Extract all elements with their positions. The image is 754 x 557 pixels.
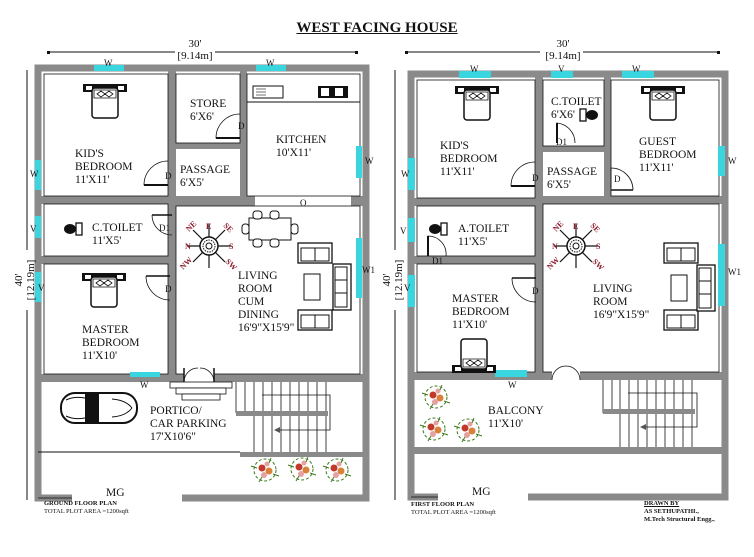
ff-ventilator-marker: V — [400, 226, 407, 236]
ff-width-dim: 30'[9.14m] — [545, 38, 581, 62]
svg-text:E: E — [573, 222, 578, 231]
ff-door1-marker: D1 — [556, 137, 567, 147]
svg-text:SW: SW — [591, 257, 606, 272]
gf-door-marker: D — [165, 171, 172, 181]
gf-ventilator-marker: V — [30, 224, 37, 234]
svg-text:NW: NW — [545, 255, 561, 271]
gf-ventilator-marker: V — [38, 283, 45, 293]
ff-door-marker: D — [532, 286, 539, 296]
gf-window-marker: W — [140, 380, 149, 390]
svg-text:NE: NE — [184, 219, 198, 233]
gf-door1-marker: D1 — [159, 223, 170, 233]
svg-text:S: S — [596, 242, 601, 251]
first-floor-plan — [407, 70, 729, 501]
ff-window-marker: W — [632, 64, 641, 74]
gf-window-marker: W — [365, 156, 374, 166]
gf-width-dim: 30'[9.14m] — [177, 38, 213, 62]
ff-window-marker: W — [401, 169, 410, 179]
ff-ventilator-marker: V — [558, 64, 565, 74]
svg-text:N: N — [185, 242, 191, 251]
svg-text:SW: SW — [224, 257, 239, 272]
gf-window-marker: W — [266, 58, 275, 68]
gf-opening-marker: O — [300, 198, 307, 208]
ff-window-marker: W — [508, 380, 517, 390]
gf-window1-marker: W1 — [362, 265, 375, 275]
gf-window-marker: W — [30, 169, 39, 179]
car-icon — [60, 392, 138, 424]
ff-ventilator-marker: V — [404, 283, 411, 293]
ff-window-marker: W — [470, 64, 479, 74]
ff-main-gate-label: MG — [472, 486, 491, 498]
drawing-title: WEST FACING HOUSE — [296, 20, 458, 36]
gf-height-dim: 40'[12.19m] — [13, 259, 37, 301]
ff-door1-marker: D1 — [432, 256, 443, 266]
svg-text:SE: SE — [222, 221, 235, 234]
gf-door-marker: D — [165, 284, 172, 294]
gf-main-gate-label: MG — [106, 487, 125, 499]
gf-door-marker: D — [238, 121, 245, 131]
ff-window1-marker: W1 — [728, 267, 741, 277]
ff-window-marker: W — [728, 156, 737, 166]
ff-door-marker: D — [532, 173, 539, 183]
svg-text:SE: SE — [589, 221, 602, 234]
svg-text:NW: NW — [178, 255, 194, 271]
svg-text:N: N — [552, 242, 558, 251]
svg-text:NE: NE — [551, 219, 565, 233]
credits-block: DRAWN BY AS SETHUPATHI., M.Tech Structur… — [644, 500, 715, 523]
ff-height-dim: 40'[12.19m] — [381, 259, 405, 301]
svg-text:S: S — [229, 242, 234, 251]
ground-floor-plan — [34, 64, 370, 502]
gf-window-marker: W — [104, 58, 113, 68]
svg-text:E: E — [206, 222, 211, 231]
ff-door-marker: D — [614, 174, 621, 184]
